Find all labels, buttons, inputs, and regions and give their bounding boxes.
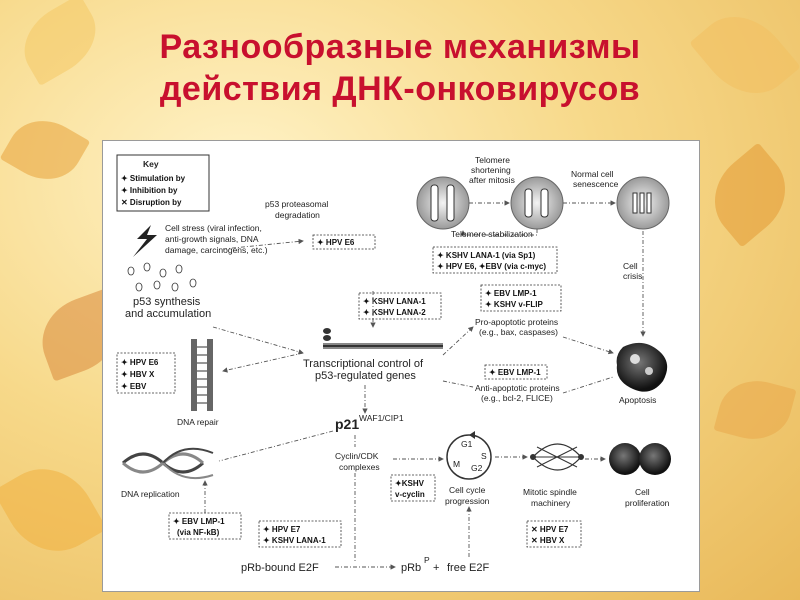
cell-telomere-icon <box>416 176 470 230</box>
svg-text:✦ HBV X: ✦ HBV X <box>121 370 155 379</box>
free-e2f-label: free E2F <box>447 562 489 574</box>
transcriptional-label2: p53-regulated genes <box>315 370 416 382</box>
svg-text:v-cyclin: v-cyclin <box>395 490 425 499</box>
cyclin-label2: complexes <box>339 462 380 472</box>
dna-strand-icon <box>323 328 443 349</box>
svg-text:G1: G1 <box>461 439 473 449</box>
key-stimulation: ✦ Stimulation by <box>121 174 186 183</box>
telomere-label2: shortening <box>471 165 511 175</box>
p53-molecules-icon <box>127 262 197 292</box>
svg-text:✦ HPV E7: ✦ HPV E7 <box>263 525 301 534</box>
hpv-e6-box: ✦ HPV E6 <box>312 234 376 250</box>
cell-cycle-label1: Cell cycle <box>449 485 486 495</box>
p53-proteasomal-line1: p53 proteasomal <box>265 199 328 209</box>
svg-text:S: S <box>481 451 487 461</box>
kshv-lana-box: ✦ KSHV LANA-1 ✦ KSHV LANA-2 <box>358 292 442 320</box>
proliferation-label2: proliferation <box>625 498 670 508</box>
apoptosis-label: Apoptosis <box>619 395 656 405</box>
normal-cell-label2: senescence <box>573 179 619 189</box>
svg-text:✦ KSHV LANA-1 (via Sp1): ✦ KSHV LANA-1 (via Sp1) <box>437 251 536 260</box>
pro-apoptotic-label2: (e.g., bax, caspases) <box>479 327 558 337</box>
cell-stress-line1: Cell stress (viral infection, <box>165 223 262 233</box>
mechanism-diagram: Key ✦ Stimulation by ✦ Inhibition by ✕ D… <box>116 154 671 574</box>
lightning-icon <box>133 225 157 257</box>
legend-key: Key ✦ Stimulation by ✦ Inhibition by ✕ D… <box>116 154 210 212</box>
title-line-2: действия ДНК-онковирусов <box>159 70 641 108</box>
dna-repair-label: DNA repair <box>177 417 219 427</box>
kshv-sp1-box: ✦ KSHV LANA-1 (via Sp1) ✦ HPV E6, ✦EBV (… <box>432 246 558 274</box>
transcriptional-label1: Transcriptional control of <box>303 358 424 370</box>
svg-text:✦ KSHV v-FLIP: ✦ KSHV v-FLIP <box>485 300 543 309</box>
cell-stress-line3: damage, carcinogens, etc.) <box>165 245 268 255</box>
svg-text:✦ KSHV LANA-2: ✦ KSHV LANA-2 <box>363 308 426 317</box>
apoptotic-cell-icon <box>616 342 668 392</box>
p53-synthesis-line1: p53 synthesis <box>133 296 201 308</box>
prbp-superscript: P <box>424 555 430 565</box>
ebv-vflip-box: ✦ EBV LMP-1 ✦ KSHV v-FLIP <box>480 284 562 312</box>
cell-cycle-label2: progression <box>445 496 490 506</box>
svg-text:✦ EBV LMP-1: ✦ EBV LMP-1 <box>173 517 225 526</box>
cell-senescence-icon <box>616 176 670 230</box>
title-line-1: Разнообразные механизмы <box>159 28 641 66</box>
cell-crisis-label2: crisis <box>623 271 642 281</box>
anti-apoptotic-label2: (e.g., bcl-2, FLICE) <box>481 393 553 403</box>
ebv-nfkb-box: ✦ EBV LMP-1 (via NF-kB) <box>168 512 242 540</box>
telomere-label1: Telomere <box>475 155 510 165</box>
svg-text:✦ KSHV LANA-1: ✦ KSHV LANA-1 <box>363 297 426 306</box>
p53-proteasomal-line2: degradation <box>275 210 320 220</box>
svg-text:✦ KSHV LANA-1: ✦ KSHV LANA-1 <box>263 536 326 545</box>
p21-superscript: WAF1/CIP1 <box>359 413 404 423</box>
normal-cell-label1: Normal cell <box>571 169 614 179</box>
prbp-label: pRb <box>401 562 421 574</box>
hpv-e7-box: ✦ HPV E7 ✦ KSHV LANA-1 <box>258 520 342 548</box>
telomere-stabilization-label: Telomere stabilization <box>451 229 533 239</box>
svg-text:✕ HPV E7: ✕ HPV E7 <box>531 525 569 534</box>
svg-text:✦ HPV E6: ✦ HPV E6 <box>317 238 355 247</box>
left-virus-box: ✦ HPV E6 ✦ HBV X ✦ EBV <box>116 352 176 394</box>
proliferation-label1: Cell <box>635 487 650 497</box>
svg-text:✦ EBV: ✦ EBV <box>121 382 147 391</box>
diagram-panel: Key ✦ Stimulation by ✦ Inhibition by ✕ D… <box>102 140 700 592</box>
svg-text:M: M <box>453 459 460 469</box>
proliferating-cells-icon <box>609 443 671 475</box>
pro-apoptotic-label1: Pro-apoptotic proteins <box>475 317 558 327</box>
svg-text:G2: G2 <box>471 463 483 473</box>
kshv-vcyclin-box: ✦KSHV v-cyclin <box>390 474 436 502</box>
mitotic-label2: machinery <box>531 498 571 508</box>
svg-text:✦ EBV LMP-1: ✦ EBV LMP-1 <box>489 368 541 377</box>
cell-shortened-icon <box>510 176 564 230</box>
p53-synthesis-line2: and accumulation <box>125 308 211 320</box>
background-leaf <box>713 371 797 449</box>
background-leaf <box>0 451 108 569</box>
cell-crisis-label1: Cell <box>623 261 638 271</box>
mitotic-label1: Mitotic spindle <box>523 487 577 497</box>
slide-title: Разнообразные механизмы действия ДНК-онк… <box>0 26 800 110</box>
p21-label: p21 <box>335 416 359 432</box>
anti-apoptotic-ebv-box: ✦ EBV LMP-1 <box>484 364 548 380</box>
dna-replication-label: DNA replication <box>121 489 180 499</box>
svg-text:(via NF-kB): (via NF-kB) <box>177 528 220 537</box>
svg-text:✦ HPV E6, ✦EBV (via c-myc): ✦ HPV E6, ✦EBV (via c-myc) <box>437 262 546 271</box>
dna-replication-icon <box>121 447 214 479</box>
telomere-label3: after mitosis <box>469 175 515 185</box>
anti-apoptotic-label1: Anti-apoptotic proteins <box>475 383 560 393</box>
dna-repair-icon <box>191 339 213 411</box>
cell-cycle-icon: G1 S G2 M <box>446 431 492 480</box>
svg-text:✦KSHV: ✦KSHV <box>395 479 425 488</box>
mitotic-spindle-icon <box>530 443 584 471</box>
disruption-box: ✕ HPV E7 ✕ HBV X <box>526 520 582 548</box>
background-leaf <box>0 106 91 194</box>
prb-bound-e2f-label: pRb-bound E2F <box>241 562 319 574</box>
key-disruption: ✕ Disruption by <box>121 198 182 207</box>
cell-stress-line2: anti-growth signals, DNA <box>165 234 259 244</box>
cyclin-label1: Cyclin/CDK <box>335 451 379 461</box>
svg-text:✦ EBV LMP-1: ✦ EBV LMP-1 <box>485 289 537 298</box>
background-leaf <box>696 142 800 248</box>
svg-text:✦ HPV E6: ✦ HPV E6 <box>121 358 159 367</box>
key-heading: Key <box>143 159 159 169</box>
key-inhibition: ✦ Inhibition by <box>121 186 178 195</box>
plus-label: + <box>433 562 439 574</box>
svg-text:✕ HBV X: ✕ HBV X <box>531 536 565 545</box>
